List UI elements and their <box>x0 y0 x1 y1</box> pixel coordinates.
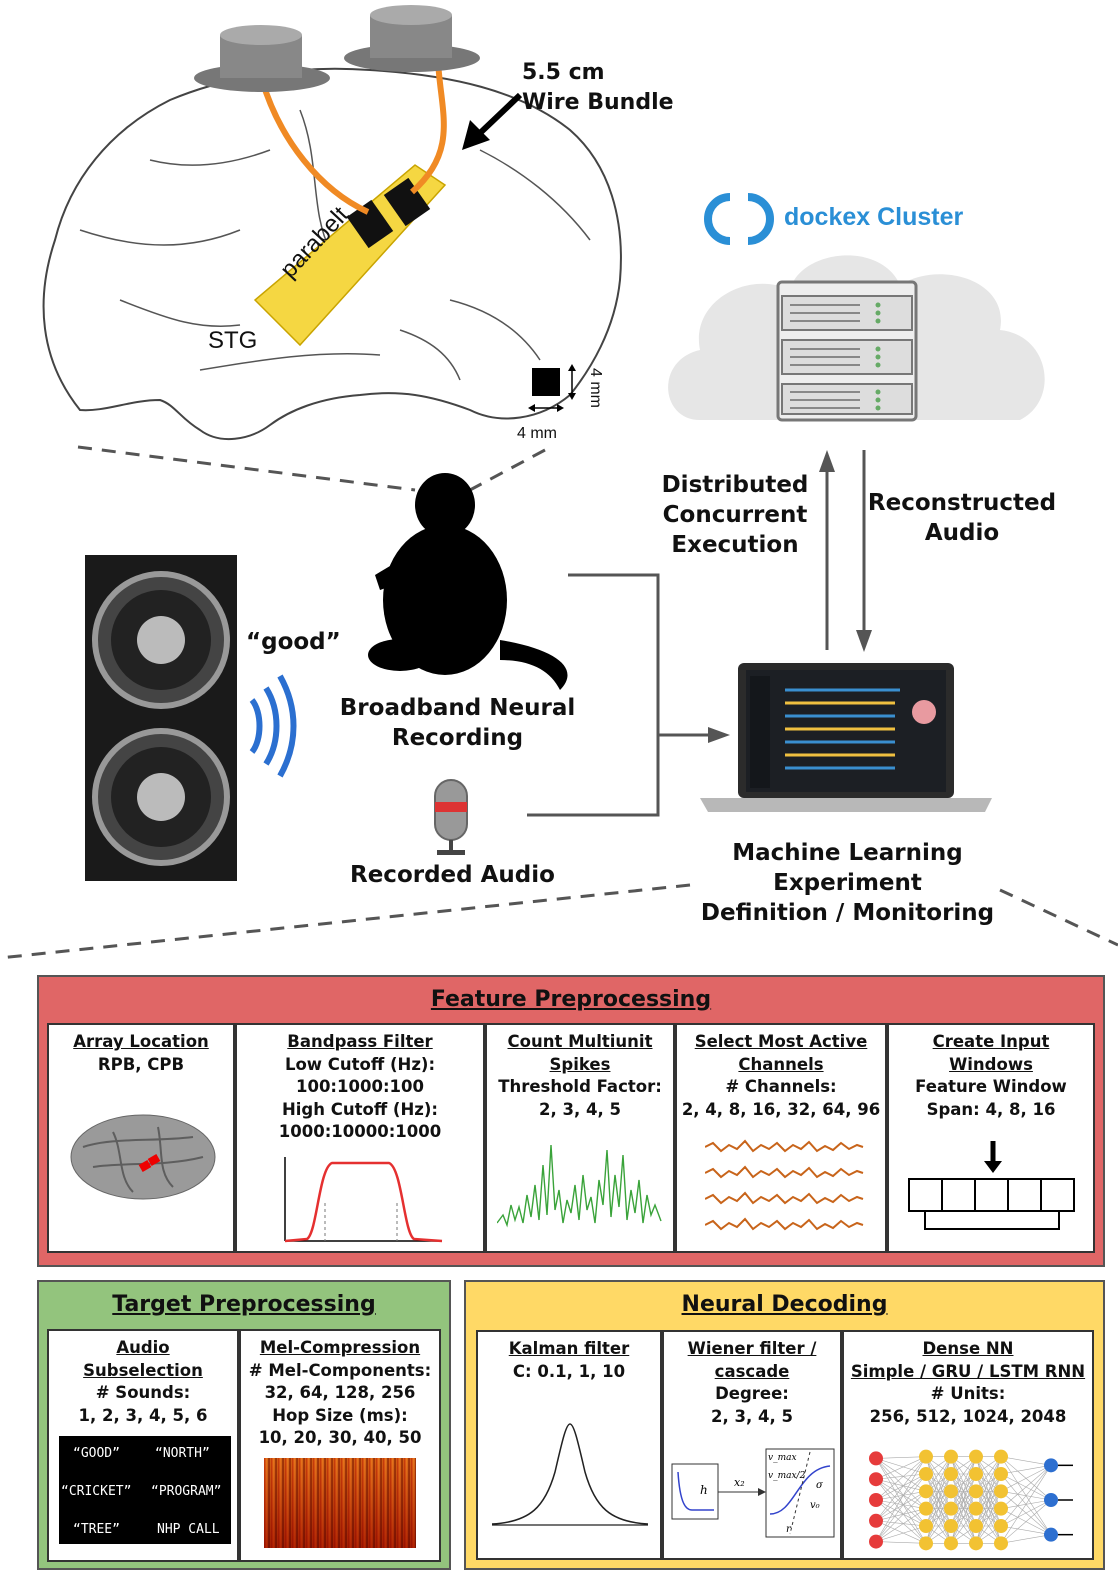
input-window-icon <box>908 1141 1075 1230</box>
neural-network-icon <box>869 1449 1073 1551</box>
input-windows-cell: Create Input Windows Feature Window Span… <box>887 1023 1095 1253</box>
spike-train-icon <box>497 1144 662 1228</box>
wiener-x2-label: x₂ <box>734 1476 745 1489</box>
sound-item: “CRICKET” <box>61 1484 132 1499</box>
scale-vertical-label: 4 mm <box>587 368 604 408</box>
dense-nn-cell: Dense NN Simple / GRU / LSTM RNN # Units… <box>842 1330 1094 1560</box>
bandpass-filter-cell: Bandpass Filter Low Cutoff (Hz): 100:100… <box>235 1023 485 1253</box>
count-spikes-cell: Count Multiunit Spikes Threshold Factor:… <box>485 1023 675 1253</box>
bandpass-curve-icon <box>284 1157 443 1243</box>
sound-item: NHP CALL <box>157 1522 220 1537</box>
electrode-array-1 <box>346 199 394 249</box>
sound-item: “NORTH” <box>155 1446 210 1461</box>
brain-illustration <box>0 5 1118 960</box>
connector-left <box>194 25 330 92</box>
sound-item: “PROGRAM” <box>151 1484 222 1499</box>
kalman-filter-cell: Kalman filter C: 0.1, 1, 10 <box>476 1330 662 1560</box>
dockex-logo-icon <box>704 193 774 245</box>
feature-preprocessing-panel: Feature Preprocessing Array Location RPB… <box>37 975 1105 1267</box>
mel-spectrogram-image <box>264 1458 416 1548</box>
wiener-h-label: h <box>700 1483 708 1497</box>
stg-label: STG <box>208 327 258 354</box>
speaker <box>85 555 237 881</box>
sound-list: “GOOD” “NORTH” “CRICKET” “PROGRAM” “TREE… <box>59 1436 231 1544</box>
monkey-silhouette <box>368 473 568 690</box>
cluster-title: dockex Cluster <box>784 203 964 231</box>
scale-horizontal-label: 4 mm <box>517 425 557 442</box>
gaussian-curve-icon <box>491 1423 649 1526</box>
mel-compression-cell: Mel-Compression # Mel-Components: 32, 64… <box>239 1329 441 1562</box>
channel-traces-icon <box>705 1139 864 1231</box>
audio-subselection-cell: Audio Subselection # Sounds: 1, 2, 3, 4,… <box>47 1329 239 1562</box>
wiener-vmax2-label: v_max/2 <box>768 1471 806 1481</box>
speech-label: “good” <box>246 629 341 655</box>
select-channels-cell: Select Most Active Channels # Channels: … <box>675 1023 887 1253</box>
target-preprocessing-panel: Target Preprocessing Audio Subselection … <box>37 1280 451 1570</box>
wiener-sigma-label: σ <box>816 1480 824 1491</box>
neural-decoding-title: Neural Decoding <box>681 1292 888 1317</box>
wiener-filter-cell: Wiener filter / cascade Degree: 2, 3, 4,… <box>662 1330 842 1560</box>
brain-3d-icon <box>70 1114 216 1200</box>
wiener-v0-label: v₀ <box>810 1500 820 1511</box>
target-preprocessing-title: Target Preprocessing <box>112 1292 376 1317</box>
electrode-array-2 <box>383 177 431 227</box>
microphone-icon <box>434 779 468 855</box>
laptop-icon <box>700 663 992 812</box>
server-rack <box>776 280 918 422</box>
wire-right <box>410 59 447 195</box>
scale-square <box>532 368 560 396</box>
sound-item: “TREE” <box>73 1522 120 1537</box>
wiener-vmax-label: v_max <box>768 1453 797 1463</box>
connector-right <box>344 5 480 72</box>
sound-item: “GOOD” <box>73 1446 120 1461</box>
wiener-r-label: r <box>786 1524 792 1535</box>
array-location-cell: Array Location RPB, CPB <box>47 1023 235 1253</box>
feature-preprocessing-title: Feature Preprocessing <box>430 987 712 1012</box>
recorded-audio-label: Recorded Audio <box>350 862 555 888</box>
neural-decoding-panel: Neural Decoding Kalman filter C: 0.1, 1,… <box>464 1280 1105 1570</box>
wire-left <box>259 79 370 215</box>
wiener-cascade-icon: h x₂ v_max v_max/2 σ v₀ r <box>671 1448 835 1538</box>
sound-waves <box>249 674 297 778</box>
